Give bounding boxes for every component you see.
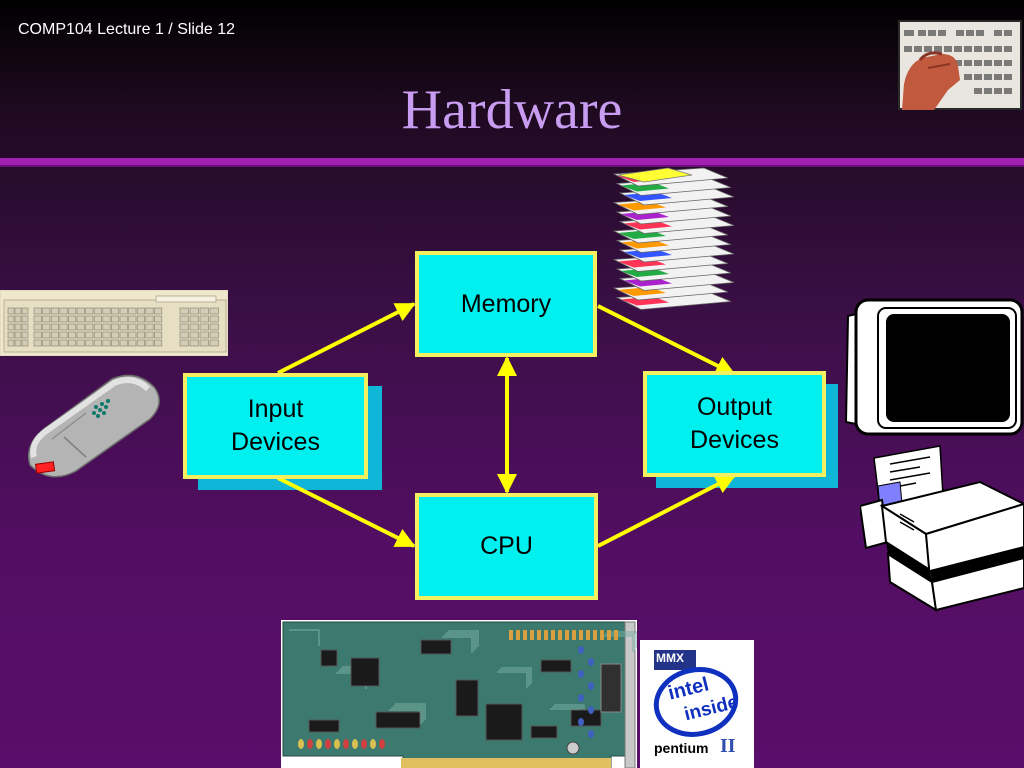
- cpu-label: CPU: [480, 532, 533, 560]
- arrow-memory-to-output: [597, 304, 736, 376]
- keyboard-photo-icon: [898, 20, 1022, 110]
- memory-label: Memory: [460, 289, 552, 318]
- arrow-input-to-memory: [277, 302, 416, 375]
- arrow-input-to-cpu: [277, 476, 416, 548]
- keyboard-icon: [0, 290, 228, 356]
- header-text: COMP104 Lecture 1 / Slide 12: [18, 21, 236, 38]
- printer-icon: [860, 445, 1024, 612]
- logo-pentium: pentium: [654, 740, 709, 756]
- cpu-box: CPU: [415, 493, 598, 600]
- memory-box: Memory: [415, 251, 597, 357]
- title-divider: [0, 158, 1024, 165]
- circuit-board-icon: [281, 620, 637, 768]
- intel-pentium-logo: MMX intel inside pentium II: [640, 640, 754, 768]
- title-divider-shadow: [0, 165, 1024, 167]
- monitor-icon: [844, 298, 1024, 436]
- logo-numeral: II: [720, 735, 736, 757]
- output-devices-box: Output Devices: [643, 371, 826, 477]
- mouse-icon: [27, 374, 160, 478]
- logo-mmx: MMX: [656, 651, 684, 665]
- arrow-cpu-to-output: [597, 474, 736, 548]
- input-devices-label: Input Devices: [231, 395, 320, 456]
- disk-stack-icon: [612, 167, 734, 310]
- slide-title: Hardware: [401, 79, 623, 141]
- input-devices-box: Input Devices: [183, 373, 368, 479]
- output-devices-label: Output Devices: [690, 393, 779, 454]
